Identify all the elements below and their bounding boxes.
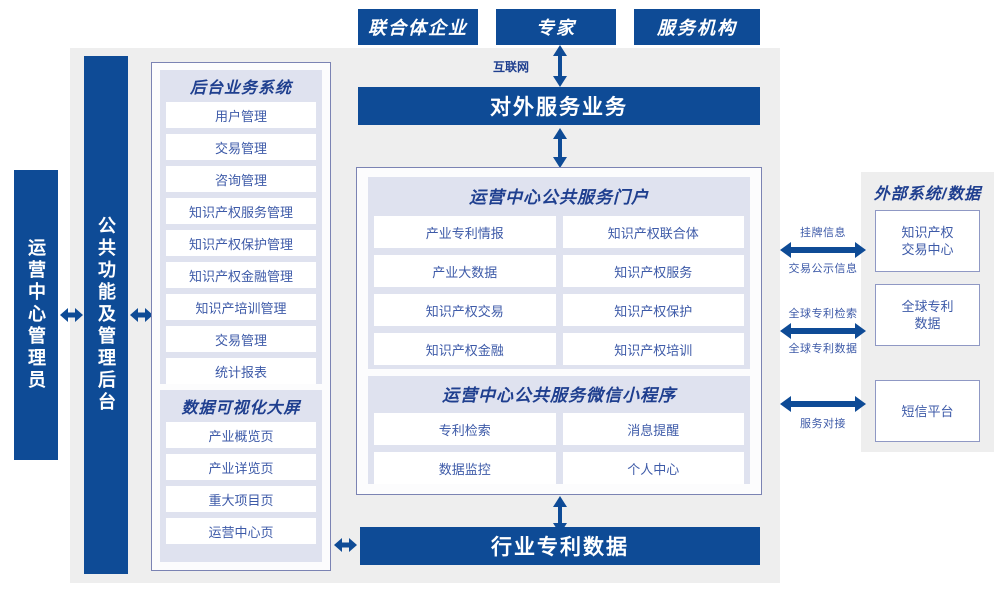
actor-label: 专家: [536, 18, 576, 38]
operator-to-backend-arrow: [60, 306, 83, 324]
portal-item[interactable]: 知识产权金融: [374, 333, 556, 365]
actor-box-2[interactable]: 服务机构: [634, 9, 760, 45]
backend-item[interactable]: 知识产培训管理: [166, 294, 316, 320]
industry-patent-data-label: 行业专利数据: [491, 536, 629, 559]
connector-label-below: 服务对接: [800, 418, 846, 430]
left-bar-common-backend[interactable]: 公共功能及管理后台: [84, 56, 128, 574]
miniprogram-item[interactable]: 专利检索: [374, 413, 556, 445]
portal-item[interactable]: 知识产权服务: [562, 255, 744, 287]
external-box-2[interactable]: 短信平台: [875, 380, 980, 442]
visualization-item[interactable]: 重大项目页: [166, 486, 316, 512]
actor-label: 服务机构: [657, 18, 737, 38]
left-bar-label: 公共功能及管理后台: [96, 216, 116, 414]
external-box-line2: 交易中心: [901, 242, 954, 257]
external-box-line1: 全球专利: [901, 299, 954, 314]
visualization-title: 数据可视化大屏: [181, 400, 301, 417]
external-box-1[interactable]: 全球专利 数据: [875, 284, 980, 346]
connector-label-above: 挂牌信息: [800, 227, 846, 239]
visualization-panel: 数据可视化大屏 产业概览页 产业详览页 重大项目页 运营中心页: [160, 390, 322, 562]
portal-panel: 运营中心公共服务门户 产业专利情报 知识产权联合体 产业大数据 知识产权服务 知…: [368, 177, 750, 369]
actor-box-0[interactable]: 联合体企业: [358, 9, 478, 45]
miniprogram-item[interactable]: 个人中心: [562, 452, 744, 484]
connector-label-below: 交易公示信息: [788, 263, 858, 275]
visualization-item[interactable]: 产业概览页: [166, 422, 316, 448]
portal-item[interactable]: 产业专利情报: [374, 216, 556, 248]
miniprogram-item[interactable]: 消息提醒: [562, 413, 744, 445]
visualization-item[interactable]: 产业详览页: [166, 454, 316, 480]
miniprogram-grid: 专利检索 消息提醒 数据监控 个人中心: [374, 413, 744, 484]
miniprogram-title: 运营中心公共服务微信小程序: [442, 386, 676, 405]
external-panel-title: 外部系统/数据: [873, 186, 982, 203]
left-bar-label: 运营中心管理员: [26, 238, 46, 392]
external-box-line1: 短信平台: [901, 403, 954, 419]
portal-title: 运营中心公共服务门户: [469, 188, 649, 207]
external-box-line1: 知识产权: [901, 225, 954, 240]
external-service-label: 对外服务业务: [490, 96, 628, 119]
internet-arrow: [551, 45, 569, 87]
portal-item[interactable]: 知识产权培训: [562, 333, 744, 365]
portal-grid: 产业专利情报 知识产权联合体 产业大数据 知识产权服务 知识产权交易 知识产权保…: [374, 216, 744, 365]
connector-label-above: 全球专利检索: [788, 308, 858, 320]
internet-label: 互联网: [493, 60, 530, 74]
external-box-line2: 数据: [914, 316, 941, 331]
backend-system-panel: 后台业务系统 用户管理 交易管理 咨询管理 知识产权服务管理 知识产权保护管理 …: [160, 70, 322, 384]
portal-item[interactable]: 产业大数据: [374, 255, 556, 287]
external-connector-arrow-0: [780, 241, 866, 259]
visualization-item[interactable]: 运营中心页: [166, 518, 316, 544]
backend-item[interactable]: 知识产权金融管理: [166, 262, 316, 288]
portal-item[interactable]: 知识产权保护: [562, 294, 744, 326]
actor-box-1[interactable]: 专家: [496, 9, 616, 45]
connector-label-below: 全球专利数据: [788, 343, 858, 355]
external-box-text: 知识产权 交易中心: [901, 224, 953, 258]
service-to-portal-arrow: [551, 128, 569, 168]
backend-system-title: 后台业务系统: [189, 80, 292, 97]
backend-item[interactable]: 交易管理: [166, 326, 316, 352]
backend-item[interactable]: 统计报表: [166, 358, 316, 384]
actor-label: 联合体企业: [368, 18, 468, 38]
backend-item[interactable]: 知识产权保护管理: [166, 230, 316, 256]
external-service-bar[interactable]: 对外服务业务: [358, 87, 760, 125]
external-connector-arrow-1: [780, 322, 866, 340]
backend-item[interactable]: 用户管理: [166, 102, 316, 128]
backend-item[interactable]: 咨询管理: [166, 166, 316, 192]
portal-to-industry-arrow: [551, 496, 569, 534]
backend-to-systems-arrow: [130, 306, 153, 324]
backend-item[interactable]: 交易管理: [166, 134, 316, 160]
miniprogram-item[interactable]: 数据监控: [374, 452, 556, 484]
external-box-text: 全球专利 数据: [901, 298, 953, 332]
left-bar-operator[interactable]: 运营中心管理员: [14, 170, 58, 460]
industry-patent-data-bar[interactable]: 行业专利数据: [360, 527, 760, 565]
portal-item[interactable]: 知识产权交易: [374, 294, 556, 326]
visualization-to-industry-arrow: [334, 536, 357, 554]
external-box-0[interactable]: 知识产权 交易中心: [875, 210, 980, 272]
backend-item[interactable]: 知识产权服务管理: [166, 198, 316, 224]
miniprogram-panel: 运营中心公共服务微信小程序 专利检索 消息提醒 数据监控 个人中心: [368, 376, 750, 484]
portal-item[interactable]: 知识产权联合体: [562, 216, 744, 248]
external-connector-arrow-2: [780, 395, 866, 413]
